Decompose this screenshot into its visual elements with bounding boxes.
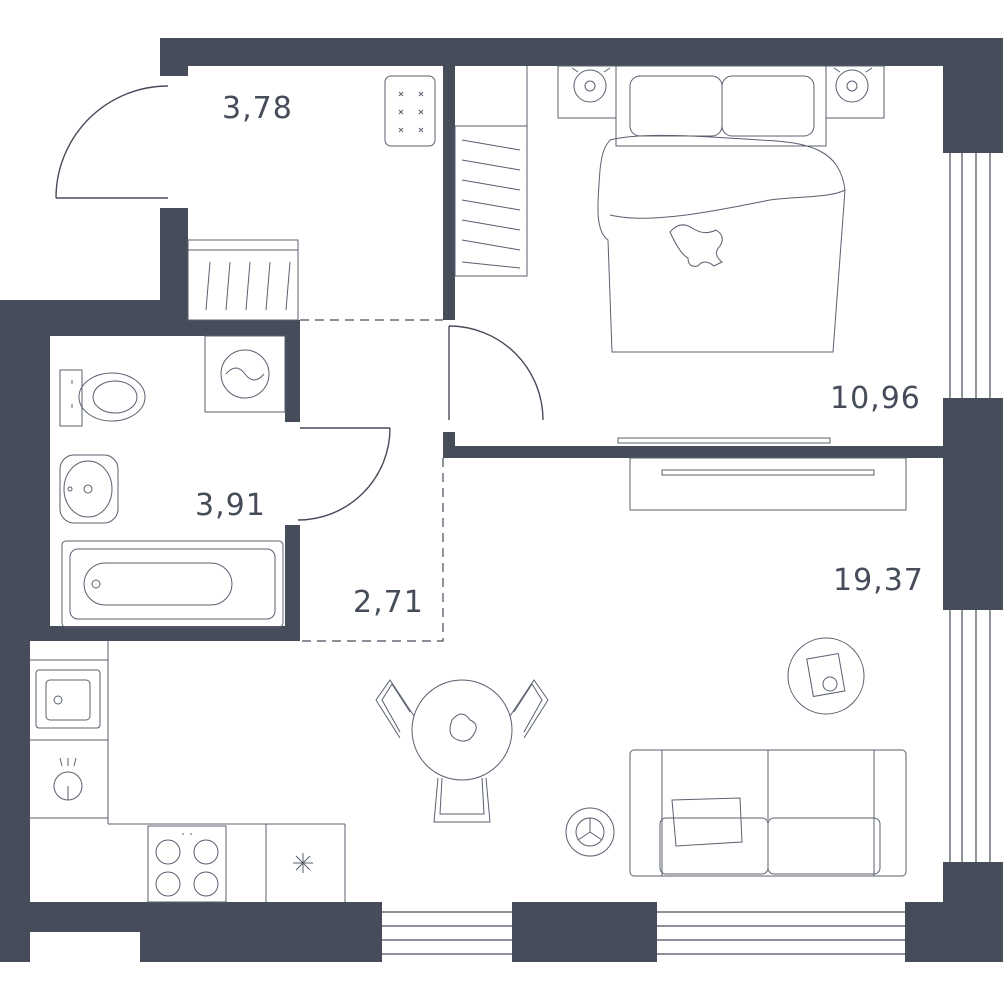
kitchen-sink-icon bbox=[35, 669, 101, 729]
bedroom: 10,96 bbox=[454, 65, 921, 444]
coffee-table-icon bbox=[787, 637, 865, 715]
bathroom: 3,91 bbox=[59, 335, 286, 628]
area-label-bedroom: 10,96 bbox=[830, 381, 921, 416]
bedroom-wardrobe-icon bbox=[454, 66, 528, 277]
toilet-icon bbox=[59, 369, 146, 427]
sofa-icon bbox=[629, 749, 907, 877]
door-swing-icon bbox=[55, 85, 169, 199]
double-bed-icon bbox=[597, 65, 846, 353]
dining-table-icon bbox=[375, 679, 549, 823]
dishwasher-icon bbox=[53, 757, 83, 801]
cooktop-icon bbox=[147, 825, 227, 903]
bathroom-door bbox=[297, 427, 391, 521]
wardrobe-icon bbox=[187, 239, 299, 321]
bedroom-tv-icon bbox=[617, 437, 831, 444]
washbasin-icon bbox=[59, 454, 119, 524]
area-label-corridor: 2,71 bbox=[353, 585, 424, 620]
window-bedroom bbox=[949, 153, 991, 398]
washing-machine-icon bbox=[204, 335, 286, 413]
window-living-bottom-left bbox=[382, 911, 512, 955]
kitchen-counter bbox=[30, 641, 346, 902]
area-label-hall: 3,78 bbox=[222, 91, 293, 126]
bathtub-icon bbox=[61, 540, 284, 628]
bedroom-door bbox=[448, 325, 544, 421]
nightstand-right-icon bbox=[825, 65, 885, 119]
walls bbox=[0, 38, 1003, 962]
floor-lamp-icon bbox=[565, 807, 615, 857]
window-living-bottom-right bbox=[657, 911, 905, 955]
area-label-living: 19,37 bbox=[833, 563, 924, 598]
area-label-bathroom: 3,91 bbox=[195, 488, 266, 523]
tv-stand-icon bbox=[629, 457, 907, 511]
living-kitchen: 19,37 bbox=[30, 457, 924, 903]
hall: 3,78 bbox=[187, 75, 436, 321]
nightstand-lamp-icon bbox=[557, 65, 617, 119]
fridge-icon bbox=[265, 824, 313, 902]
corridor: 2,71 bbox=[353, 585, 424, 620]
corridor-outline bbox=[300, 319, 444, 642]
windows bbox=[382, 153, 991, 955]
doors bbox=[55, 85, 544, 642]
hall-shelf-icon bbox=[384, 75, 436, 147]
window-living-right bbox=[949, 610, 991, 862]
